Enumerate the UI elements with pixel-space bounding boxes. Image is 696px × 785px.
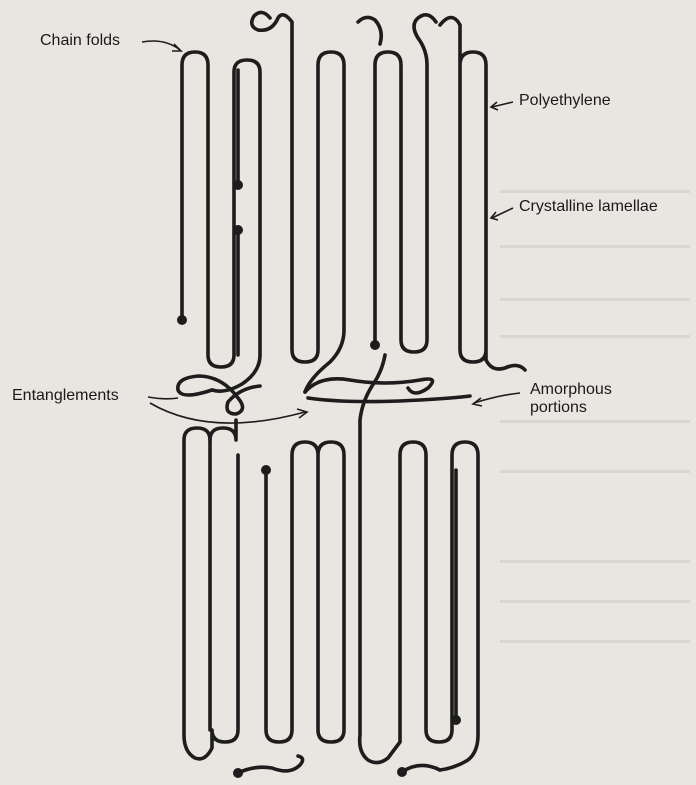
chain-end-dot [451, 715, 461, 725]
label-entanglements: Entanglements [12, 387, 119, 405]
chain-end-dot [397, 767, 407, 777]
amorphous-bridge [308, 396, 470, 402]
upper-chain-3 [375, 15, 436, 352]
label-amorphous-portions: Amorphous portions [530, 381, 612, 417]
label-amorphous-line1: Amorphous [530, 381, 612, 399]
pointer-chain-folds [142, 41, 180, 50]
upper-chain-3b [358, 17, 381, 44]
upper-chain-2 [252, 12, 344, 392]
chain-end-dot [177, 315, 187, 325]
pointers [142, 41, 520, 423]
chain-end-dot [233, 768, 243, 778]
label-chain-folds: Chain folds [40, 32, 120, 50]
pointer-entanglements-a [148, 397, 178, 399]
upper-lamella [177, 12, 525, 392]
upper-chain-1 [182, 52, 260, 391]
label-polyethylene: Polyethylene [519, 92, 611, 110]
label-crystalline-lamellae: Crystalline lamellae [519, 198, 658, 216]
label-amorphous-line2: portions [530, 399, 612, 417]
bottom-tail-right [402, 765, 440, 772]
upper-chain-4 [440, 18, 525, 371]
chain-end-dot [261, 465, 271, 475]
chain-end-dot [370, 340, 380, 350]
chain-end-dot [233, 225, 243, 235]
chain-end-dot [233, 180, 243, 190]
amorphous-strand-right [360, 355, 385, 440]
bottom-tail-left [238, 756, 303, 773]
lower-lamella [184, 420, 478, 778]
lower-chain-2 [266, 442, 344, 742]
